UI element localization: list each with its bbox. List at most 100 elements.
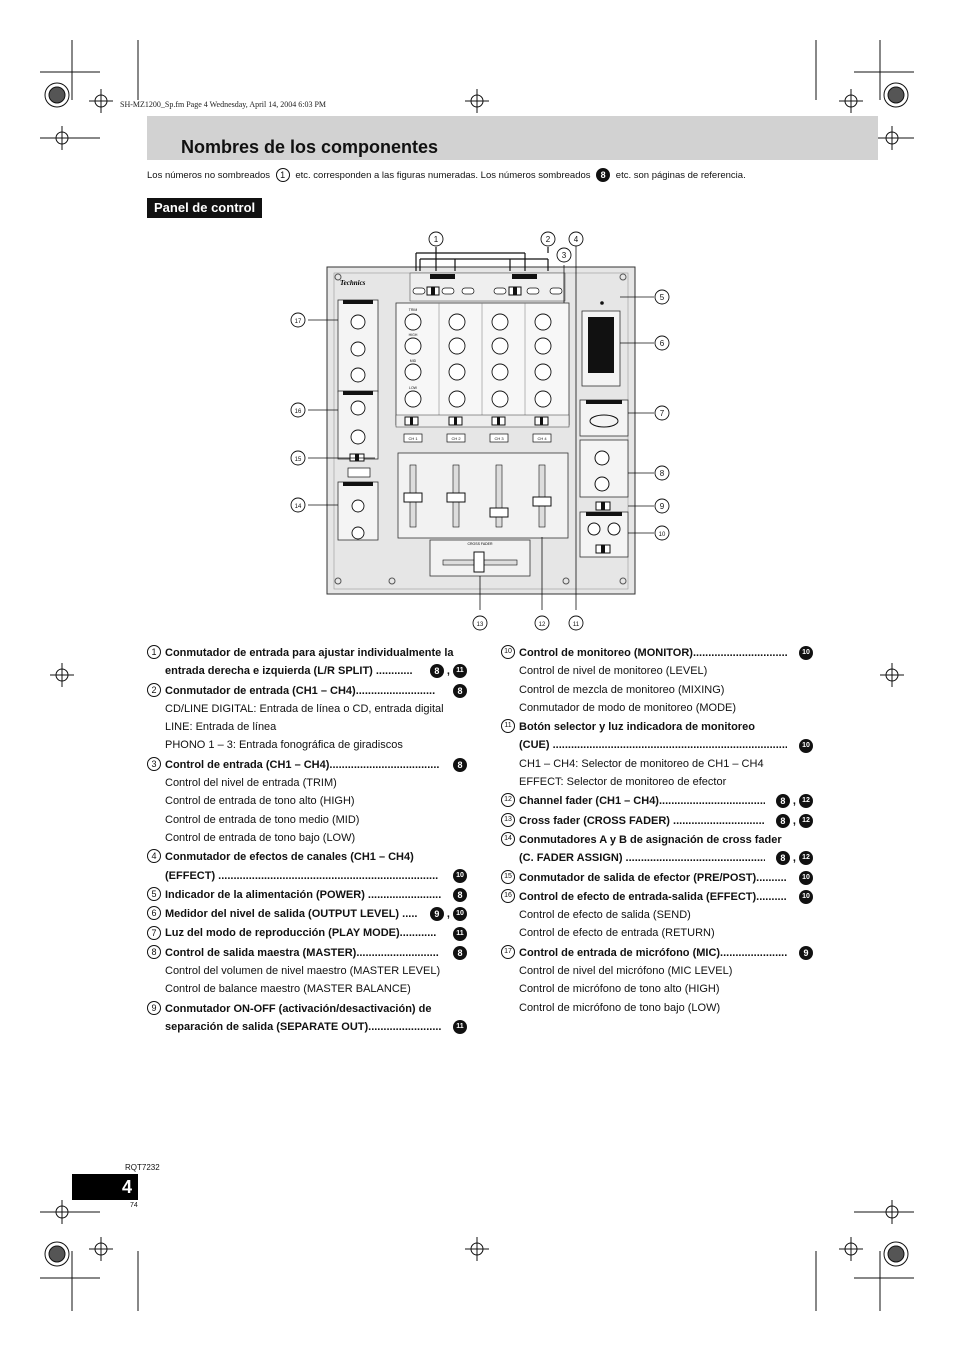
page-ref-badge: 11 <box>453 664 467 679</box>
callout-7: 7 <box>660 409 665 418</box>
item-number: 16 <box>501 888 515 903</box>
sub-page-number: 74 <box>130 1202 138 1209</box>
item-detail-line: Control de efecto de salida (SEND) <box>519 909 691 922</box>
page-ref-badge: 9 <box>429 907 444 922</box>
page-ref-badge: 10 <box>799 646 813 661</box>
item-number: 6 <box>147 906 161 921</box>
item-number: 17 <box>501 944 515 959</box>
item-heading-line: 7 Luz del modo de reproducción (PLAY MODE… <box>147 924 467 942</box>
item-detail-line: Conmutador de modo de monitoreo (MODE) <box>519 701 737 714</box>
item-heading-line: 15 Conmutador de salida de efector (PRE/P… <box>501 869 813 887</box>
page-title: Nombres de los componentes <box>181 137 439 157</box>
item-heading-text: Control de salida maestra (MASTER)......… <box>165 946 439 959</box>
cue-label-ch3: CH 3 <box>494 436 504 441</box>
item-heading-text: Cross fader (CROSS FADER) ..............… <box>519 814 765 827</box>
cue-label-ch1: CH 1 <box>408 436 418 441</box>
item-detail-line: PHONO 1 – 3: Entrada fonográfica de gira… <box>165 739 403 752</box>
page-ref-badge: 9 <box>799 945 813 960</box>
page-ref-badge: 11 <box>453 926 467 941</box>
page-refs: 10 <box>453 867 467 885</box>
item-number: 8 <box>147 944 161 959</box>
item-detail-line: Control de entrada de tono bajo (LOW) <box>165 831 356 844</box>
item-number: 1 <box>147 645 161 660</box>
item-detail-line: Control de micrófono de tono bajo (LOW) <box>519 1001 721 1014</box>
page-refs: 10 <box>799 888 813 906</box>
item-heading-text: Control de efecto de entrada-salida (EFF… <box>519 890 787 903</box>
item-number: 4 <box>147 849 161 864</box>
callout-5: 5 <box>660 293 665 302</box>
item-heading-text: Conmutador de salida de efector (PRE/POS… <box>519 871 787 884</box>
item-heading-text: Conmutador ON-OFF (activación/desactivac… <box>165 1002 432 1015</box>
knob-label-high: HIGH <box>409 333 418 337</box>
page-refs: 10 <box>799 736 813 754</box>
intro-text: Los números no sombreados 1 etc. corresp… <box>147 168 746 182</box>
page-refs: 10 <box>799 644 813 662</box>
intro-number-shaded: 8 <box>596 168 611 182</box>
item-detail-line: Control de mezcla de monitoreo (MIXING) <box>519 683 725 696</box>
page-ref-badge: 10 <box>799 870 813 885</box>
item-number: 10 <box>501 645 515 660</box>
page-ref-badge: 8 <box>453 683 467 698</box>
page-refs: 9 <box>799 944 813 962</box>
item-heading-text: Luz del modo de reproducción (PLAY MODE)… <box>165 927 437 940</box>
page-refs: 8 <box>453 682 467 700</box>
item-heading-text: Medidor del nivel de salida (OUTPUT LEVE… <box>165 908 418 921</box>
item-heading-line: (CUE) ..................................… <box>501 736 813 754</box>
item-heading-text: separación de salida (SEPARATE OUT).....… <box>165 1020 441 1033</box>
item-heading-text: (C. FADER ASSIGN) ......................… <box>519 852 765 865</box>
list-item: 8 Control de salida maestra (MASTER).....… <box>147 944 467 999</box>
page-refs: 11 <box>453 924 467 942</box>
page-refs: 8 , 11 <box>429 662 467 680</box>
item-detail-line: Control de balance maestro (MASTER BALAN… <box>165 983 411 996</box>
callout-14: 14 <box>295 504 302 510</box>
callout-6: 6 <box>660 339 665 348</box>
intro-part2: etc. corresponden a las figuras numerada… <box>295 169 591 181</box>
callout-11: 11 <box>573 622 580 628</box>
page-ref-badge: 8 <box>453 945 467 960</box>
page-refs: 8 <box>453 944 467 962</box>
list-item: 7 Luz del modo de reproducción (PLAY MODE… <box>147 924 467 942</box>
item-heading-text: (EFFECT) ...............................… <box>165 869 439 882</box>
item-detail-line: Control del nivel de entrada (TRIM) <box>165 777 337 790</box>
callout-1: 1 <box>434 235 439 244</box>
page-ref-badge: 12 <box>799 851 813 866</box>
page-ref-badge: 10 <box>453 907 467 922</box>
intro-number-plain: 1 <box>275 168 290 182</box>
control-panel-diagram: Technics TRIM HIGH <box>290 231 670 631</box>
item-detail-line: LINE: Entrada de línea <box>165 721 277 734</box>
doc-code: RQT7232 <box>125 1163 160 1172</box>
crossfader-label: CROSS FADER <box>467 542 493 546</box>
page-refs: 8 <box>453 886 467 904</box>
callout-10: 10 <box>659 532 666 538</box>
intro-part1: Los números no sombreados <box>147 169 271 181</box>
brand-logo: Technics <box>340 279 366 287</box>
item-number: 15 <box>501 869 515 884</box>
item-number: 11 <box>501 719 515 734</box>
knob-label-trim: TRIM <box>409 308 418 312</box>
page-ref-badge: 8 <box>453 887 467 902</box>
item-heading-line: 16 Control de efecto de entrada-salida (E… <box>501 888 813 906</box>
page-refs: 8 , 12 <box>775 849 813 867</box>
item-number: 7 <box>147 925 161 940</box>
item-number: 2 <box>147 682 161 697</box>
item-detail-line: Control de entrada de tono medio (MID) <box>165 813 360 826</box>
